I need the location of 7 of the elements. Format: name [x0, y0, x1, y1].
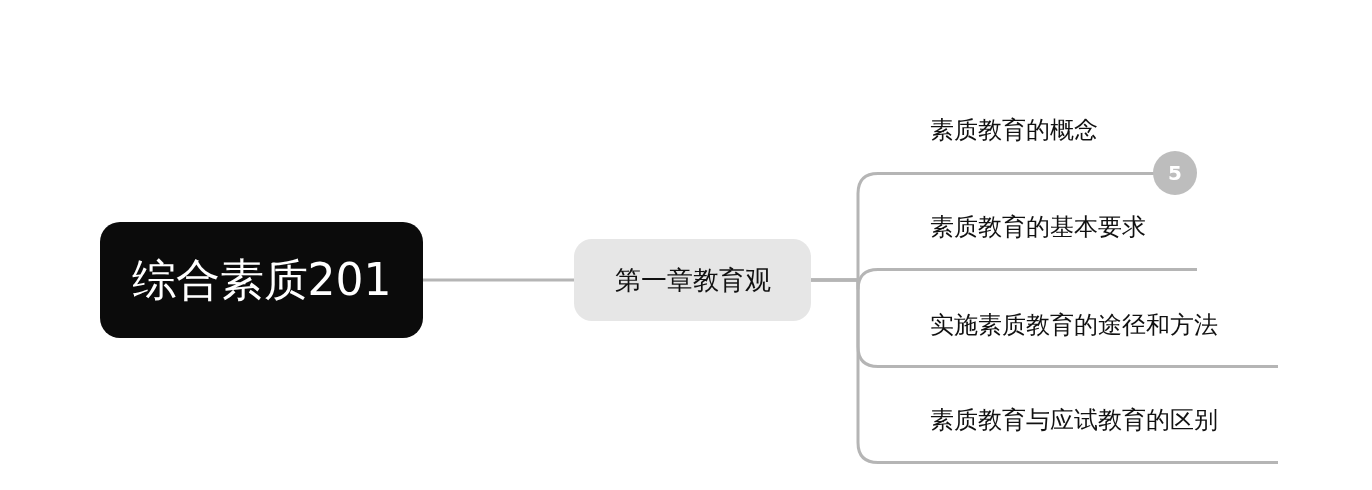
topic-box: 第一章教育观	[574, 239, 811, 321]
subtopic-label: 素质教育的基本要求	[880, 207, 1197, 271]
root-topic-box: 综合素质201	[100, 222, 423, 338]
subtopic-label: 实施素质教育的途径和方法	[880, 305, 1278, 368]
subtopic-label: 素质教育与应试教育的区别	[880, 400, 1278, 464]
count-badge: 5	[1153, 151, 1197, 195]
connector-line	[423, 278, 574, 282]
